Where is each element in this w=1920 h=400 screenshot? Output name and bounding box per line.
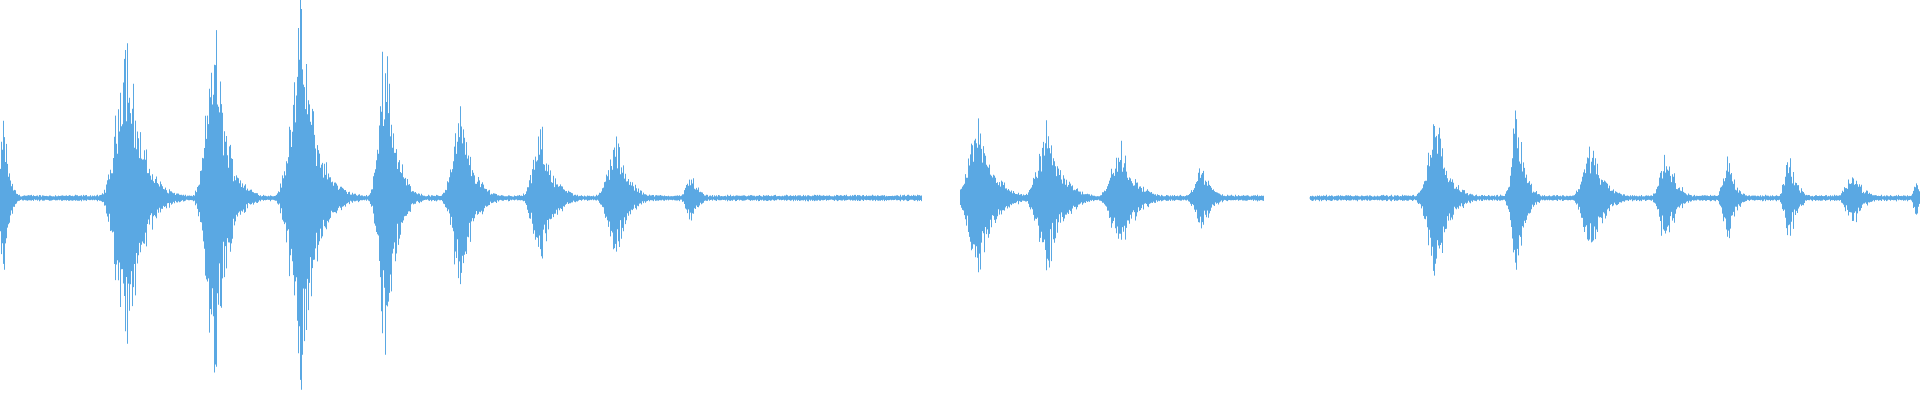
waveform-samples: [0, 0, 1920, 390]
